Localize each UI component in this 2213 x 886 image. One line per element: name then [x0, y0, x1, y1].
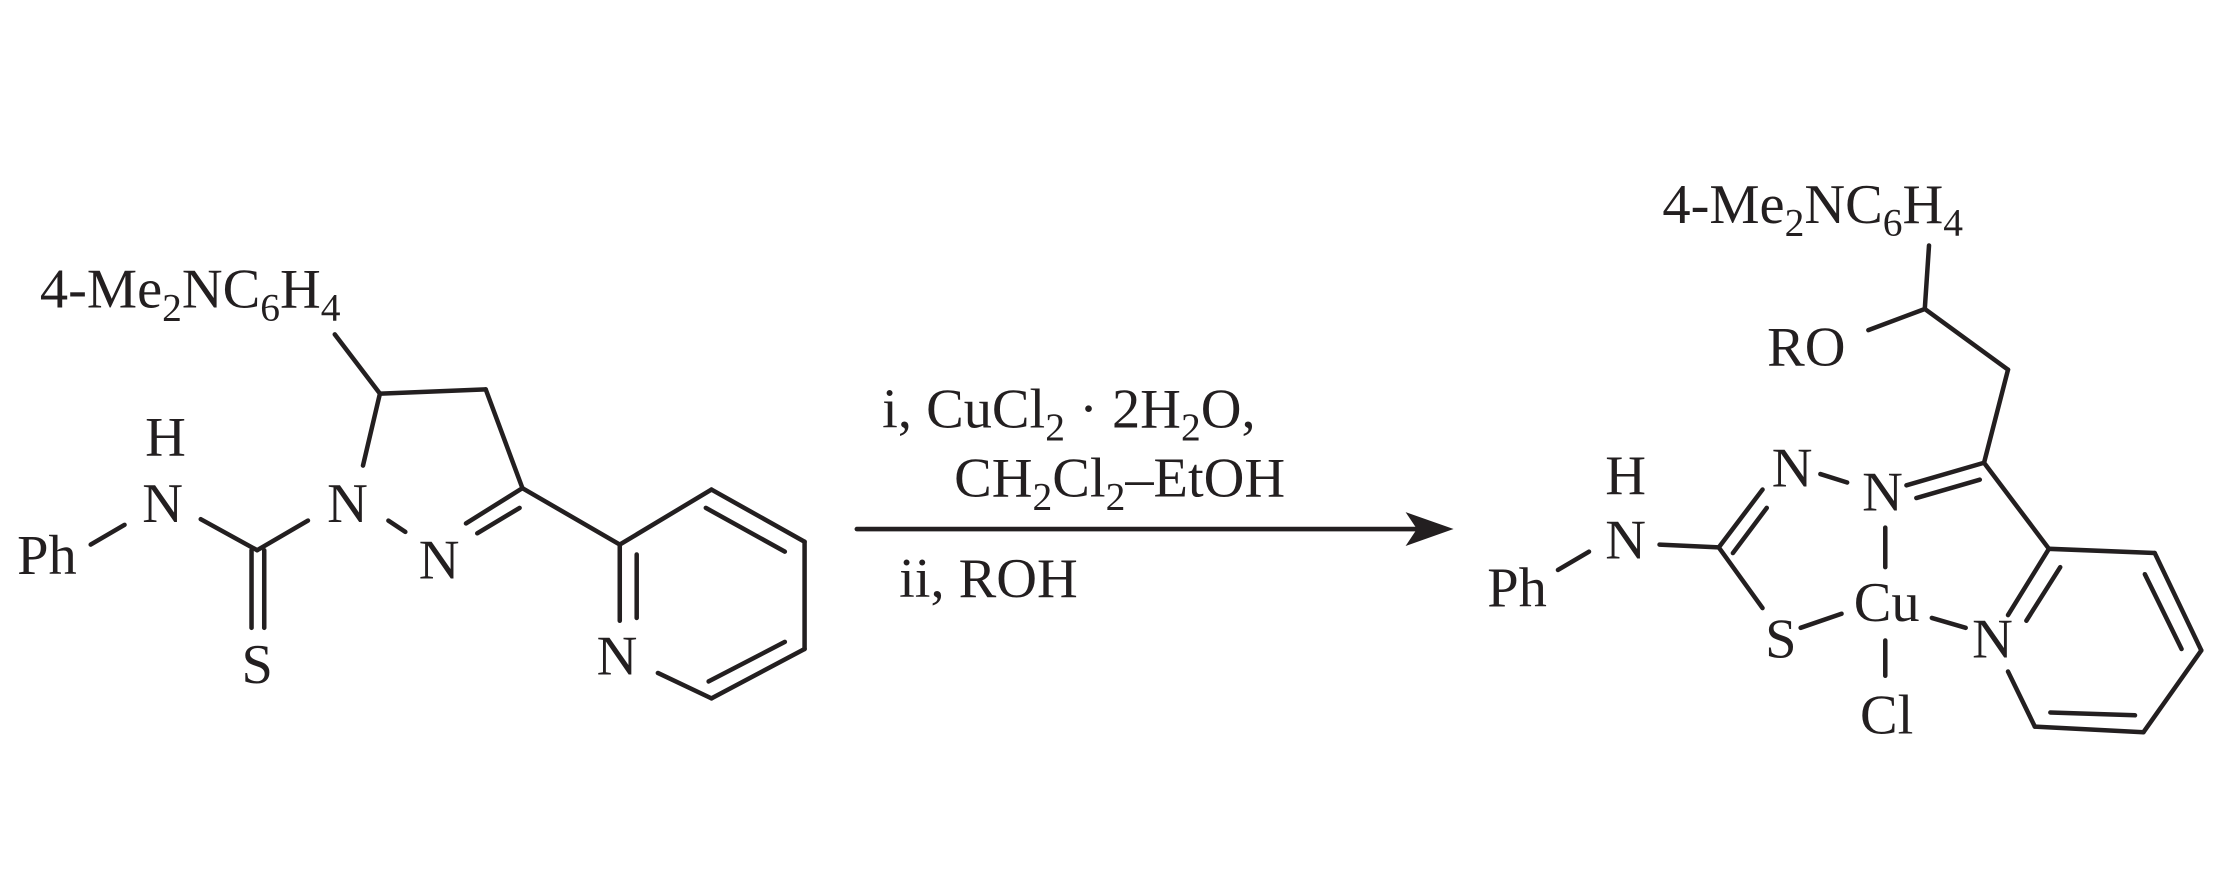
reaction-arrow	[854, 512, 1454, 546]
product-hydrazone-n-b: N	[1862, 462, 1903, 524]
product-alkoxy-ro: RO	[1767, 316, 1845, 378]
product-thiolate-s: S	[1765, 608, 1796, 670]
product-hydrazone-n-a: N	[1772, 438, 1813, 500]
product-chloride: Cl	[1860, 685, 1913, 747]
condition-step-2: ii, ROH	[899, 548, 1078, 610]
reactant-thione-s: S	[241, 634, 272, 696]
product-pyridine-n: N	[1972, 608, 2013, 670]
reactant-amine-h: H	[145, 407, 186, 469]
arrowhead-icon	[1405, 512, 1454, 546]
product-bonds	[1555, 243, 2204, 735]
condition-step-1-solvent: CH2Cl2–EtOH	[954, 448, 1285, 519]
reactant-pyridine-n: N	[597, 625, 638, 687]
product-amine-h: H	[1605, 445, 1646, 507]
reactant-aryl-substituent: 4-Me2NC6H4	[40, 259, 341, 330]
reactant-pyrazoline-n2: N	[419, 529, 460, 591]
product-aryl-substituent: 4-Me2NC6H4	[1662, 174, 1963, 245]
reactant-molecule: 4-Me2NC6H4 H N Ph	[17, 259, 807, 701]
product-amine-n: N	[1605, 510, 1646, 572]
product-copper-center: Cu	[1854, 572, 1920, 634]
condition-step-1: i, CuCl2 · 2H2O,	[882, 378, 1255, 449]
reactant-phenyl: Ph	[17, 525, 77, 587]
reactant-pyrazoline-n1: N	[327, 473, 368, 535]
product-phenyl: Ph	[1487, 558, 1547, 620]
product-complex: 4-Me2NC6H4	[1487, 174, 2204, 747]
reactant-amine-n: N	[142, 473, 183, 535]
reactant-bonds	[88, 332, 807, 701]
